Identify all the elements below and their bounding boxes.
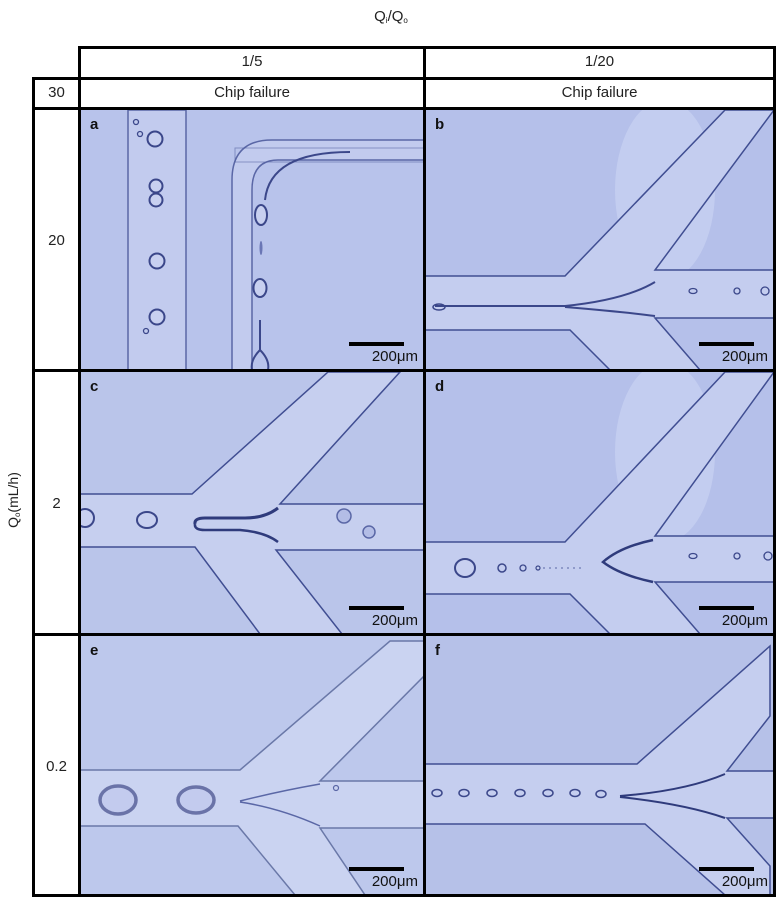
scale-bar-line [349, 342, 404, 346]
scale-bar-line [349, 606, 404, 610]
scale-bar-c: 200μm [342, 602, 418, 632]
panel-label-c: c [90, 378, 99, 395]
y-junction-image [80, 636, 424, 895]
scale-bar-label: 200μm [371, 612, 418, 629]
scale-bar-b: 200μm [692, 338, 768, 368]
scale-bar-a: 200μm [342, 338, 418, 368]
chip-failure-cell-2: Chip failure [561, 84, 638, 101]
scale-bar-label: 200μm [721, 612, 768, 629]
row-label-2: 2 [52, 495, 61, 512]
scale-bar-f: 200μm [692, 863, 768, 893]
grid-line-row1 [32, 107, 776, 110]
scale-bar-label: 200μm [721, 348, 768, 365]
row-axis-sub-o: o [13, 512, 22, 518]
panel-label-b: b [435, 116, 445, 133]
grid-line-label-col [78, 46, 81, 897]
column-axis-title: Qi/Qo [0, 8, 782, 25]
scale-bar-line [349, 867, 404, 871]
y-junction-image [425, 636, 774, 895]
row-label-0-2: 0.2 [46, 758, 67, 775]
column-axis-sub-i: i [385, 16, 388, 25]
column-axis-rest: /Q [387, 8, 404, 25]
scale-bar-label: 200μm [371, 348, 418, 365]
scale-bar-e: 200μm [342, 863, 418, 893]
micrograph-panel-d: d 200μm [425, 372, 774, 634]
scale-bar-line [699, 342, 754, 346]
micrograph-panel-c: c 200μm [80, 372, 424, 634]
column-header-1-20: 1/20 [584, 53, 615, 70]
panel-label-d: d [435, 378, 445, 395]
micrograph-panel-f: f 200μm [425, 636, 774, 895]
grid-line-left [32, 77, 35, 897]
column-axis-q: Q [374, 8, 386, 25]
row-axis-units: (mL/h) [5, 472, 21, 513]
grid-line-right [773, 46, 776, 897]
droplet-channel-image [80, 110, 424, 370]
grid-line-middle [423, 46, 426, 897]
chip-failure-cell-1: Chip failure [214, 84, 290, 101]
panel-label-e: e [90, 642, 99, 659]
y-junction-image [80, 372, 424, 634]
y-junction-image [425, 110, 774, 370]
panel-label-a: a [90, 116, 99, 133]
grid-line-top [78, 46, 776, 49]
row-axis-q: Q [5, 517, 21, 528]
y-junction-image [425, 372, 774, 634]
grid-line-row2 [32, 369, 776, 372]
scale-bar-label: 200μm [371, 873, 418, 890]
grid-line-header [32, 77, 776, 80]
scale-bar-line [699, 606, 754, 610]
column-axis-sub-o: o [403, 16, 408, 25]
scale-bar-label: 200μm [721, 873, 768, 890]
row-label-30: 30 [48, 84, 65, 101]
grid-line-row3 [32, 633, 776, 636]
micrograph-panel-e: e 200μm [80, 636, 424, 895]
scale-bar-d: 200μm [692, 602, 768, 632]
row-axis-title: Qo(mL/h) [5, 455, 25, 545]
column-header-1-5: 1/5 [241, 53, 263, 70]
row-label-20: 20 [48, 232, 65, 249]
grid-line-bottom [32, 894, 776, 897]
panel-label-f: f [435, 642, 440, 659]
scale-bar-line [699, 867, 754, 871]
micrograph-panel-a: a 200μm [80, 110, 424, 370]
micrograph-panel-b: b 200μm [425, 110, 774, 370]
